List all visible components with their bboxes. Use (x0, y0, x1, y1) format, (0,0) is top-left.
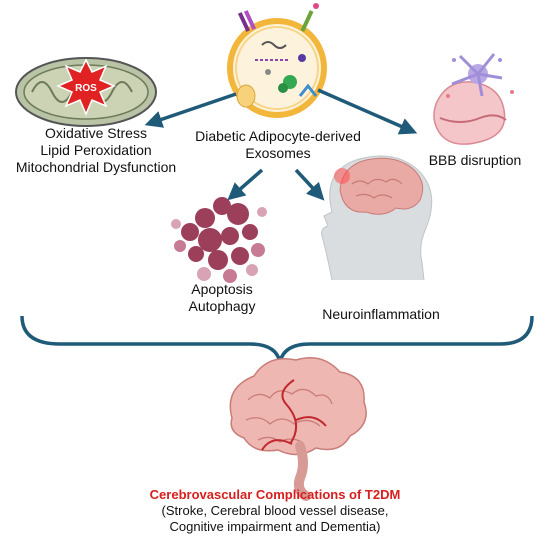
outcome: Cerebrovascular Complications of T2DM (S… (85, 486, 465, 535)
apoptosis-line2: Autophagy (188, 298, 256, 314)
apoptotic-cells-icon (171, 197, 267, 283)
arrow-to-apoptosis (227, 168, 264, 201)
effect-oxidative-stress: Oxidative Stress (45, 125, 147, 141)
center-line2: Exosomes (245, 145, 311, 161)
brain-icon (229, 357, 367, 501)
center-label: Diabetic Adipocyte-derived Exosomes (194, 128, 362, 162)
bbb-neuron-icon (433, 53, 514, 145)
exosome-icon (227, 3, 327, 118)
neuroinflammation-label: Neuroinflammation (322, 306, 440, 322)
ros-label: ROS (75, 83, 97, 94)
apoptosis-line1: Apoptosis (191, 281, 253, 297)
apoptosis-label: Apoptosis Autophagy (172, 281, 272, 315)
center-line1: Diabetic Adipocyte-derived (195, 128, 361, 144)
bbb-label: BBB disruption (428, 152, 522, 168)
effect-mitochondrial-dysfunction: Mitochondrial Dysfunction (15, 159, 177, 175)
left-effects: Oxidative Stress Lipid Peroxidation Mito… (8, 125, 184, 176)
mitochondria-icon (15, 57, 157, 127)
arrow-to-neuroinflammation (294, 168, 325, 201)
outcome-detail-2: Cognitive impairment and Dementia) (169, 519, 381, 534)
outcome-detail-1: (Stroke, Cerebral blood vessel disease, (161, 503, 389, 518)
arrow-to-bbb (317, 88, 418, 135)
arrow-to-oxidative (144, 92, 237, 128)
effect-lipid-peroxidation: Lipid Peroxidation (40, 142, 152, 158)
head-brain-icon (321, 155, 433, 281)
outcome-title: Cerebrovascular Complications of T2DM (149, 487, 401, 502)
